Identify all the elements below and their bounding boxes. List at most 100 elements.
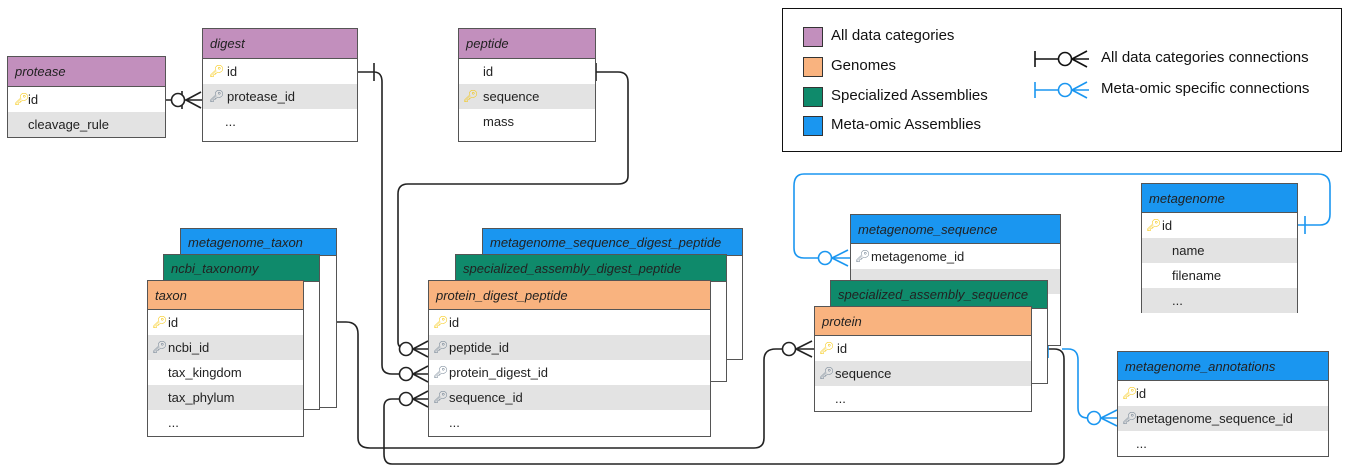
table-row: 🔑︎ sequence [815, 361, 1031, 386]
legend-label: Specialized Assemblies [831, 87, 988, 104]
legend-label: All data categories [831, 27, 955, 44]
table-row: 🔑︎ id [429, 310, 710, 335]
field-name: ncbi_id [168, 340, 210, 355]
field-name: name [1172, 243, 1205, 258]
conn-metagenome-mseq [793, 173, 1331, 259]
key-icon: 🔑︎ [152, 315, 168, 329]
legend-swatch-specialized [803, 87, 823, 107]
key-icon: 🔑︎ [433, 315, 449, 329]
legend-swatch-all-data [803, 27, 823, 47]
table-title: metagenome_sequence_digest_peptide [483, 229, 742, 256]
field-name: tax_kingdom [168, 365, 242, 380]
table-row: ... [148, 410, 303, 435]
table-protein-digest-peptide[interactable]: protein_digest_peptide 🔑︎ id 🔑︎ peptide_… [428, 280, 711, 437]
table-title: metagenome_sequence [851, 215, 1060, 244]
field-name: sequence [483, 89, 540, 104]
key-icon: 🔑︎ [209, 89, 225, 103]
field-name: id [28, 92, 39, 107]
field-name: sequence [835, 366, 892, 381]
table-row: 🔑︎ sequence [459, 84, 595, 109]
table-title: metagenome_annotations [1118, 352, 1328, 381]
table-title: peptide [459, 29, 595, 59]
legend-label: Meta-omic Assemblies [831, 116, 982, 133]
field-name: protease_id [227, 89, 295, 104]
table-row: 🔑︎ id [8, 87, 165, 112]
key-icon: 🔑︎ [1146, 218, 1162, 232]
table-row: ... [429, 410, 710, 435]
table-row: tax_kingdom [148, 360, 303, 385]
key-icon: 🔑︎ [819, 341, 835, 355]
table-metagenome[interactable]: metagenome 🔑︎ id name filename ... [1141, 183, 1298, 313]
table-row: 🔑︎ ncbi_id [148, 335, 303, 360]
table-row: 🔑︎ protease_id [203, 84, 357, 109]
field-name: sequence_id [449, 390, 523, 405]
table-metagenome-annotations[interactable]: metagenome_annotations 🔑︎ id 🔑︎ metageno… [1117, 351, 1329, 457]
table-row: 🔑︎ id [815, 336, 1031, 361]
legend-label: Meta-omic specific connections [1101, 80, 1310, 97]
field-name: ... [1172, 293, 1183, 308]
table-peptide[interactable]: peptide id 🔑︎ sequence mass [458, 28, 596, 142]
table-row: id [459, 59, 595, 84]
table-title: protease [8, 57, 165, 87]
field-name: id [449, 315, 460, 330]
field-name: metagenome_id [871, 249, 965, 264]
legend: All data categories Genomes Specialized … [782, 8, 1342, 152]
table-title: specialized_assembly_digest_peptide [456, 255, 726, 282]
key-icon: 🔑︎ [819, 366, 835, 380]
field-name: cleavage_rule [28, 117, 109, 132]
field-name: metagenome_sequence_id [1136, 411, 1293, 426]
field-name: id [1162, 218, 1173, 233]
table-row: 🔑︎ peptide_id [429, 335, 710, 360]
table-row: filename [1142, 263, 1297, 288]
key-icon: 🔑︎ [433, 390, 449, 404]
table-row: ... [1142, 288, 1297, 313]
table-row: 🔑︎ id [1142, 213, 1297, 238]
field-name: id [1136, 386, 1147, 401]
conn-digest-pdp [357, 71, 428, 375]
table-title: protein [815, 307, 1031, 336]
conn-protein-pdp [383, 348, 1065, 465]
key-icon: 🔑︎ [433, 340, 449, 354]
field-name: ... [1136, 436, 1147, 451]
conn-mseq-annotations [1062, 348, 1118, 419]
table-row: 🔑︎ id [148, 310, 303, 335]
table-title: protein_digest_peptide [429, 281, 710, 310]
field-name: protein_digest_id [449, 365, 549, 380]
key-icon: 🔑︎ [152, 340, 168, 354]
table-row: ... [1118, 431, 1328, 456]
key-icon: 🔑︎ [855, 249, 871, 263]
table-title: specialized_assembly_sequence [831, 281, 1047, 309]
table-protease[interactable]: protease 🔑︎ id cleavage_rule [7, 56, 166, 138]
key-icon: 🔑︎ [14, 92, 30, 106]
table-row: 🔑︎ metagenome_sequence_id [1118, 406, 1328, 431]
key-icon: 🔑︎ [433, 365, 449, 379]
table-row: 🔑︎ metagenome_id [851, 244, 1060, 269]
table-digest[interactable]: digest 🔑︎ id 🔑︎ protease_id ... [202, 28, 358, 142]
table-row: 🔑︎ protein_digest_id [429, 360, 710, 385]
table-title: metagenome [1142, 184, 1297, 213]
field-name: mass [483, 114, 515, 129]
field-name: id [483, 64, 494, 79]
field-name: peptide_id [449, 340, 509, 355]
table-row: cleavage_rule [8, 112, 165, 137]
field-name: id [168, 315, 179, 330]
field-name: ... [835, 391, 846, 406]
table-title: digest [203, 29, 357, 59]
table-taxon[interactable]: taxon 🔑︎ id 🔑︎ ncbi_id tax_kingdom tax_p… [147, 280, 304, 437]
conn-taxon-protein [304, 321, 814, 449]
legend-swatch-genomes [803, 57, 823, 77]
field-name: ... [168, 415, 179, 430]
table-title: ncbi_taxonomy [164, 255, 319, 282]
conn-peptide-pdp [397, 71, 629, 350]
legend-swatch-metaomic [803, 116, 823, 136]
table-title: taxon [148, 281, 303, 310]
table-row: 🔑︎ id [203, 59, 357, 84]
legend-label: All data categories connections [1101, 49, 1309, 66]
table-title: metagenome_taxon [181, 229, 336, 256]
table-row: mass [459, 109, 595, 134]
key-icon: 🔑︎ [463, 89, 479, 103]
field-name: tax_phylum [168, 390, 235, 405]
table-protein[interactable]: protein 🔑︎ id 🔑︎ sequence ... [814, 306, 1032, 412]
key-icon: 🔑︎ [209, 64, 225, 78]
legend-label: Genomes [831, 57, 897, 74]
